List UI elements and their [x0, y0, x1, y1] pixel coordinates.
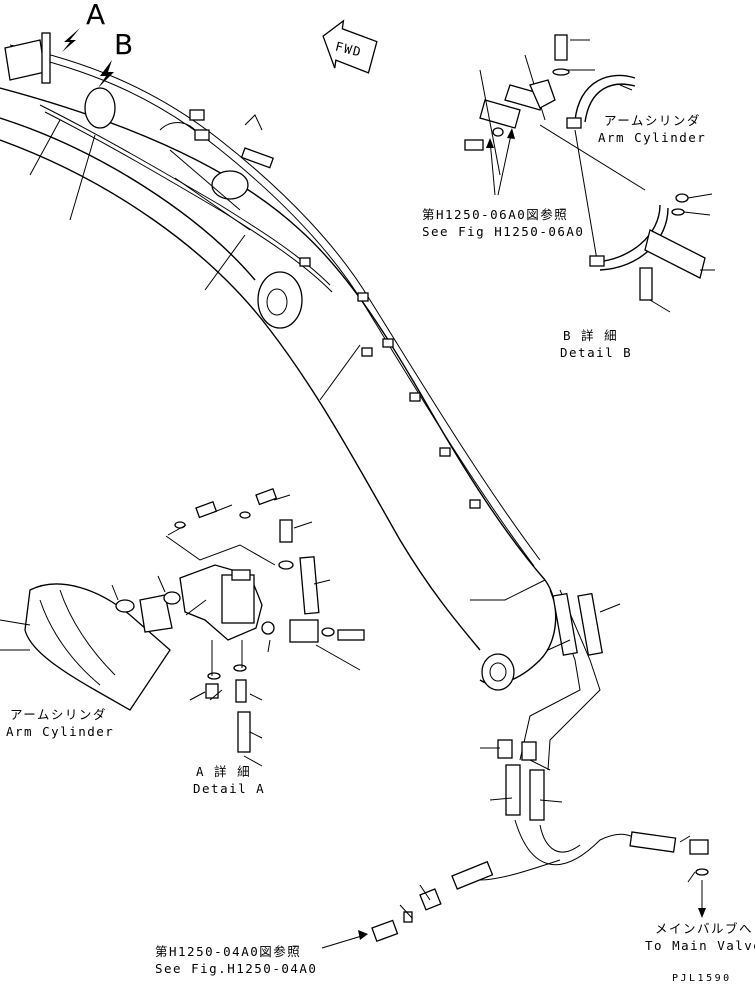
view-markers: A B	[62, 0, 133, 88]
detail-b-en: Detail B	[560, 345, 632, 360]
boom-hose-lines	[9, 44, 541, 567]
arrow-b-icon	[98, 60, 114, 88]
hose-clamps	[299, 257, 481, 509]
fwd-indicator: FWD	[322, 19, 378, 74]
drawing-code: PJL1590	[672, 973, 732, 984]
see-fig-04-en: See Fig.H1250-04A0	[155, 961, 317, 976]
main-valve-hoses	[321, 589, 709, 949]
top-left-fittings	[4, 32, 275, 231]
arm-cylinder-left-jp: アームシリンダ	[10, 707, 107, 722]
arm-cylinder-top-jp: アームシリンダ	[604, 113, 701, 128]
detail-a-jp: A 詳 細	[196, 764, 251, 779]
fwd-arrow-icon	[322, 19, 378, 74]
arm-cylinder-left-en: Arm Cylinder	[6, 724, 114, 739]
labels: アームシリンダ Arm Cylinder 第H1250-06A0図参照 See …	[6, 113, 755, 984]
view-label-a: A	[86, 0, 105, 31]
detail-a	[0, 488, 365, 767]
view-label-b: B	[114, 28, 133, 61]
main-valve-jp: メインバルブへ	[655, 921, 753, 936]
see-fig-04-jp: 第H1250-04A0図参照	[155, 944, 301, 959]
arm-boom	[0, 87, 557, 691]
arm-cylinder-top-en: Arm Cylinder	[598, 130, 706, 145]
detail-b	[464, 34, 715, 313]
detail-a-en: Detail A	[193, 781, 265, 796]
fwd-label: FWD	[334, 39, 364, 60]
detail-b-jp: B 詳 細	[563, 328, 618, 343]
main-valve-en: To Main Valve	[645, 938, 755, 953]
arrow-a-icon	[62, 28, 80, 52]
see-fig-arrow-icon	[358, 930, 368, 940]
see-fig-06-en: See Fig H1250-06A0	[422, 224, 584, 239]
to-main-valve-arrow-icon	[698, 908, 706, 918]
see-fig-06-jp: 第H1250-06A0図参照	[422, 207, 568, 222]
bolt-icon	[554, 34, 568, 61]
